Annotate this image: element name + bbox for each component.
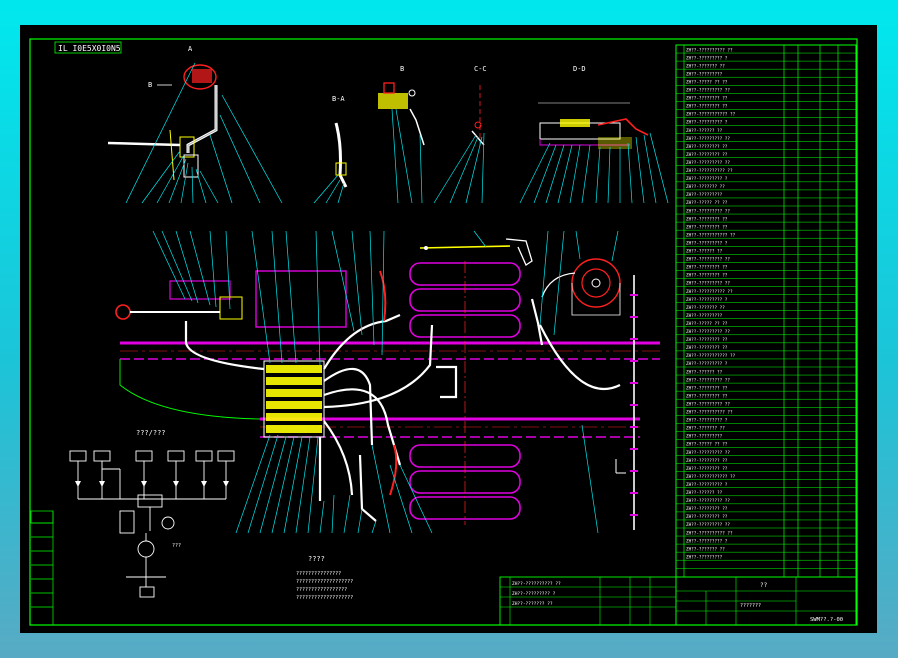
table-row: ZH??-?????????	[686, 313, 723, 319]
table-row: ZH??-????????? ?	[686, 418, 728, 424]
revision-table: ZH??-?????????? ?? ZH??-????????? ? ZH??…	[499, 576, 677, 626]
table-row: ZH??-?????????	[686, 71, 723, 77]
drawing-sheet: IL I0E5X0I0N5 A B B B-A	[20, 25, 877, 633]
table-row: ZH??-????????? ??	[686, 88, 730, 94]
table-row: ZH??-??????? ??	[686, 546, 725, 552]
table-row: ZH??-?????? ??	[686, 490, 723, 496]
table-row: ZH??-????? ?? ??	[686, 442, 728, 448]
table-row: ZH??-???????? ??	[686, 104, 728, 110]
table-row: ZH??-????????? ??	[686, 522, 730, 528]
table-row: ZH??-??????????? ??	[686, 232, 736, 238]
title-tag: IL I0E5X0I0N5	[58, 44, 121, 53]
table-row: ZH??-?????? ??	[686, 249, 723, 255]
table-row: ZH??-????????? ??	[686, 257, 730, 263]
table-row: ZH??-?????? ??	[686, 128, 723, 134]
table-row: ZH??-?????????	[686, 434, 723, 440]
border-frame	[29, 38, 858, 626]
table-row: ZH??-????????? ??	[686, 329, 730, 335]
view-label-cc: C-C	[474, 65, 487, 73]
parts-table: ZH??-?????????? ?? ZH??-????????? ? ZH??-?…	[675, 44, 857, 578]
table-row: ZH??-???????? ??	[686, 265, 728, 271]
view-dd: D-D	[519, 65, 669, 204]
table-row: ZH??-????????? ?	[686, 55, 728, 61]
view-b: B	[378, 65, 425, 204]
table-row: ZH??-???????? ??	[686, 224, 728, 230]
pump-label: ???	[172, 543, 181, 549]
notes-heading: ????	[308, 555, 325, 563]
table-row: ZH??-????? ?? ??	[686, 79, 728, 85]
table-row: ZH??-??????????? ??	[686, 474, 736, 480]
notes-line: ???????????????	[296, 571, 341, 577]
table-row: ZH??-???????? ??	[686, 345, 728, 351]
table-row: ZH??-??????????? ??	[686, 353, 736, 359]
table-row: ZH??-????????? ??	[686, 136, 730, 142]
title-block: ?? ??????? SWM??.?-00	[675, 576, 857, 626]
table-row: ZH??-????????? ??	[686, 450, 730, 456]
table-row: ZH??-?????????? ??	[686, 289, 733, 295]
table-row: ZH??-???????? ??	[686, 458, 728, 464]
view-ba: B-A	[313, 95, 348, 204]
revision-row: ZH??-?????????? ??	[512, 581, 561, 587]
view-label-b: B	[400, 65, 404, 73]
table-row: ZH??-?????????? ??	[686, 410, 733, 416]
table-row: ZH??-????????? ?	[686, 482, 728, 488]
main-assembly	[115, 230, 660, 534]
revision-row: ZH??-??????? ??	[512, 601, 553, 607]
table-row: ZH??-????????? ??	[686, 377, 730, 383]
view-a: A B	[107, 45, 283, 204]
table-row: ZH??-??????? ??	[686, 426, 725, 432]
notes-line: ???????????????????	[296, 579, 353, 585]
table-row: ZH??-?????????? ??	[686, 47, 733, 53]
technical-notes: ???? ??????????????? ???????????????????…	[296, 555, 353, 601]
fluid-caption: ???/???	[136, 429, 166, 437]
table-row: ZH??-????????? ?	[686, 538, 728, 544]
title-cell-b: ???????	[740, 603, 761, 609]
table-row: ZH??-???????? ??	[686, 144, 728, 150]
table-row: ZH??-????????? ?	[686, 176, 728, 182]
view-cc: C-C	[433, 65, 487, 204]
table-row: ZH??-????????? ??	[686, 498, 730, 504]
table-row: ZH??-???????? ??	[686, 96, 728, 102]
table-row: ZH??-????????? ??	[686, 208, 730, 214]
table-row: ZH??-?????????? ??	[686, 168, 733, 174]
table-row: ZH??-????? ?? ??	[686, 200, 728, 206]
view-label-ba: B-A	[332, 95, 345, 103]
table-row: ZH??-???????? ??	[686, 216, 728, 222]
table-row: ZH??-???????? ??	[686, 385, 728, 391]
table-row: ZH??-????????? ?	[686, 240, 728, 246]
notes-line: ???????????????????	[296, 595, 353, 601]
table-row: ZH??-????????? ??	[686, 281, 730, 287]
drawing-number: SWM??.?-00	[810, 617, 843, 623]
table-row: ZH??-???????? ??	[686, 466, 728, 472]
view-label-a: A	[188, 45, 193, 53]
table-row: ZH??-????????? ?	[686, 361, 728, 367]
table-row: ZH??-????????? ??	[686, 160, 730, 166]
revision-row: ZH??-????????? ?	[512, 591, 556, 597]
table-row: ZH??-????? ?? ??	[686, 321, 728, 327]
table-row: ZH??-??????? ??	[686, 184, 725, 190]
notes-line: ?????????????????	[296, 587, 347, 593]
table-row: ZH??-???????? ??	[686, 152, 728, 158]
table-row: ZH??-???????? ??	[686, 514, 728, 520]
table-row: ZH??-?????????	[686, 554, 723, 560]
table-row: ZH??-???????? ??	[686, 393, 728, 399]
table-row: ZH??-???????? ??	[686, 337, 728, 343]
fluid-schematic: ???/??? ???	[30, 429, 235, 625]
table-row: ZH??-????????? ??	[686, 401, 730, 407]
table-row: ZH??-????????? ?	[686, 297, 728, 303]
table-row: ZH??-??????????? ??	[686, 112, 736, 118]
table-row: ZH??-???????? ??	[686, 506, 728, 512]
table-row: ZH??-??????? ??	[686, 305, 725, 311]
table-row: ZH??-?????????	[686, 192, 723, 198]
title-cell-a: ??	[760, 582, 768, 589]
view-arrow-b: B	[148, 81, 152, 89]
table-row: ZH??-?????? ??	[686, 369, 723, 375]
table-row: ZH??-??????? ??	[686, 63, 725, 69]
table-row: ZH??-?????????? ??	[686, 530, 733, 536]
table-row: ZH??-????????? ?	[686, 120, 728, 126]
table-row: ZH??-???????? ??	[686, 273, 728, 279]
view-label-dd: D-D	[573, 65, 586, 73]
